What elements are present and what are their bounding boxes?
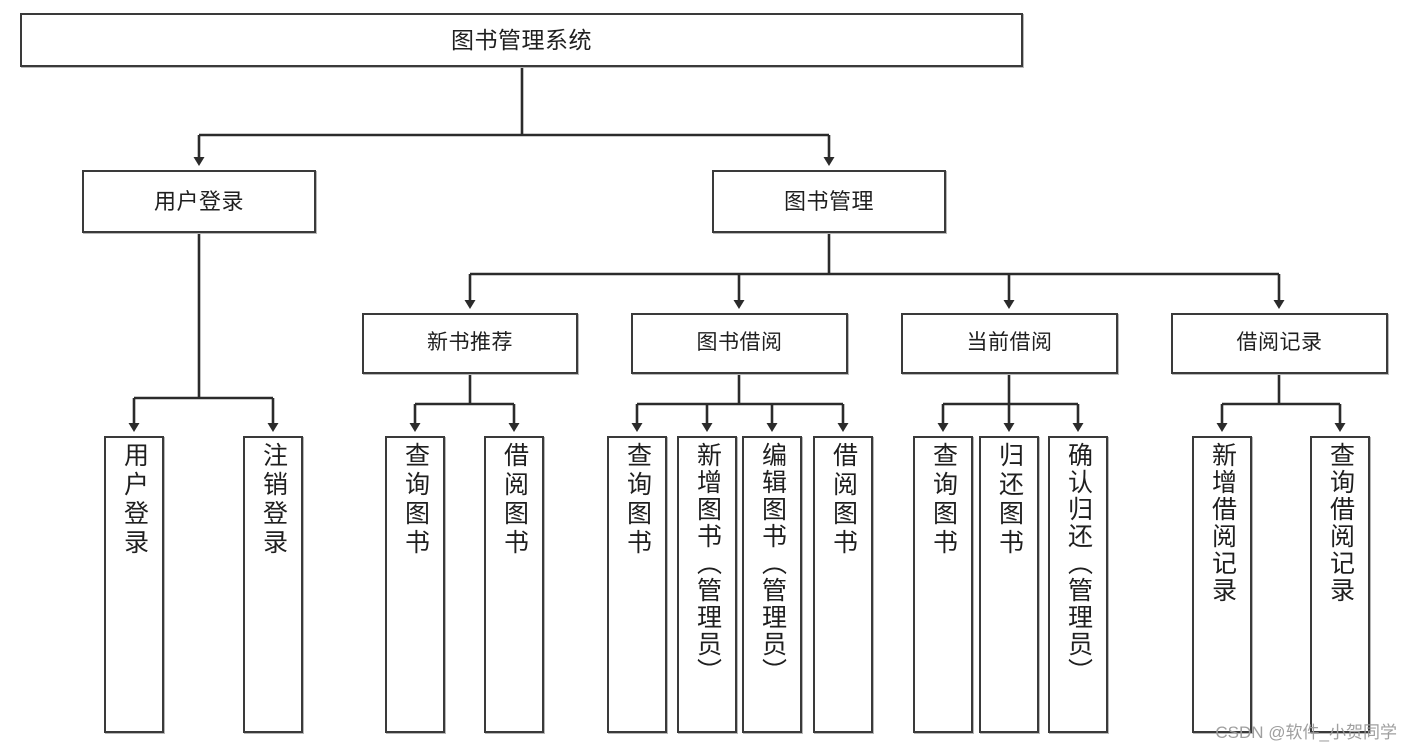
leaf-query-book-current[interactable]: 查询图书 [913, 436, 973, 733]
node-label: 借阅记录 [1236, 331, 1323, 355]
leaf-add-book-admin[interactable]: 新增图书（管理员） [677, 436, 737, 733]
node-label: 借阅图书 [500, 442, 529, 558]
leaf-query-borrow-record[interactable]: 查询借阅记录 [1310, 436, 1370, 733]
node-label: 查询图书 [623, 442, 652, 558]
node-label: 当前借阅 [966, 331, 1053, 355]
node-label: 用户登录 [120, 442, 149, 558]
leaf-edit-book-admin[interactable]: 编辑图书（管理员） [742, 436, 802, 733]
node-label: 确认归还（管理员） [1064, 442, 1093, 685]
node-borrow-record[interactable]: 借阅记录 [1171, 313, 1388, 374]
leaf-borrow-book-newbook[interactable]: 借阅图书 [484, 436, 544, 733]
node-label: 查询图书 [929, 442, 958, 558]
node-label: 新增借阅记录 [1208, 442, 1237, 604]
node-label: 用户登录 [153, 188, 244, 214]
node-book-borrow[interactable]: 图书借阅 [631, 313, 848, 374]
leaf-user-login[interactable]: 用户登录 [104, 436, 164, 733]
node-label: 编辑图书（管理员） [758, 442, 787, 685]
node-label: 查询借阅记录 [1326, 442, 1355, 604]
leaf-borrow-book[interactable]: 借阅图书 [813, 436, 873, 733]
leaf-logout[interactable]: 注销登录 [243, 436, 303, 733]
leaf-query-book-borrow[interactable]: 查询图书 [607, 436, 667, 733]
watermark-text: CSDN @软件_小贺同学 [1215, 723, 1397, 742]
node-label: 借阅图书 [829, 442, 858, 558]
node-label: 图书管理系统 [451, 26, 592, 53]
node-current-borrow[interactable]: 当前借阅 [901, 313, 1118, 374]
node-label: 归还图书 [995, 442, 1024, 558]
node-user-login[interactable]: 用户登录 [82, 170, 316, 233]
leaf-add-borrow-record[interactable]: 新增借阅记录 [1192, 436, 1252, 733]
node-book-management[interactable]: 图书管理 [712, 170, 946, 233]
node-label: 新增图书（管理员） [693, 442, 722, 685]
node-label: 注销登录 [259, 442, 288, 558]
node-label: 图书管理 [783, 188, 874, 214]
node-label: 图书借阅 [696, 331, 783, 355]
node-new-book-recommend[interactable]: 新书推荐 [362, 313, 578, 374]
leaf-confirm-return-admin[interactable]: 确认归还（管理员） [1048, 436, 1108, 733]
leaf-return-book[interactable]: 归还图书 [979, 436, 1039, 733]
node-label: 新书推荐 [427, 331, 513, 355]
node-label: 查询图书 [401, 442, 430, 558]
leaf-query-book-newbook[interactable]: 查询图书 [385, 436, 445, 733]
node-root-system[interactable]: 图书管理系统 [20, 13, 1023, 67]
